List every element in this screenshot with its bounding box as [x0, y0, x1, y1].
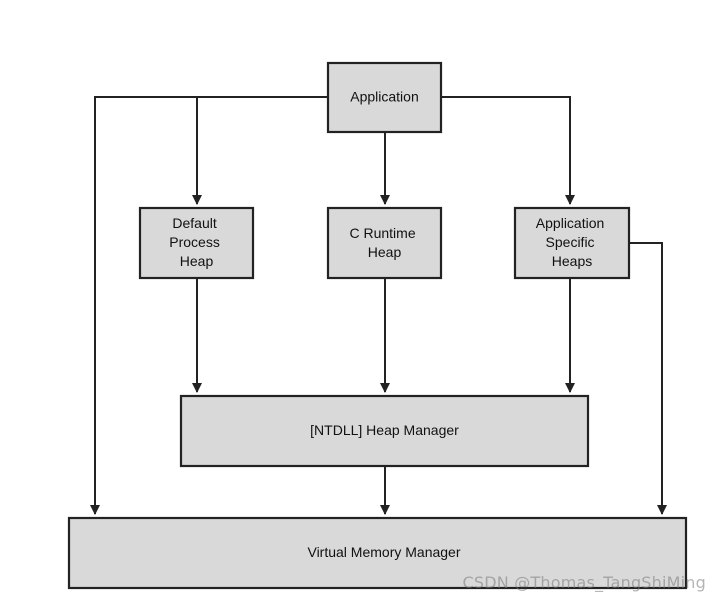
node-application-specific-heaps-label: Application Specific Heaps — [536, 215, 608, 269]
node-virtual-memory-manager-line-1: Virtual Memory Manager — [307, 544, 460, 560]
node-default-process-heap-line-2: Process — [169, 234, 220, 250]
node-application-specific-heaps: Application Specific Heaps — [513, 206, 631, 280]
node-virtual-memory-manager: Virtual Memory Manager — [67, 516, 688, 590]
edge-application-to-virtual-memory-manager — [90, 96, 328, 515]
node-application-specific-heaps-box — [513, 206, 631, 280]
node-application-line-1: Application — [350, 88, 419, 104]
node-default-process-heap-label: Default Process Heap — [169, 215, 223, 269]
node-application-specific-heaps-line-2: Specific — [546, 234, 595, 250]
node-heap-manager: [NTDLL] Heap Manager — [179, 394, 590, 468]
node-virtual-memory-manager-box — [67, 516, 688, 590]
watermark: CSDN @Thomas_TangShiMing — [462, 573, 706, 592]
node-c-runtime-heap-box — [326, 206, 443, 280]
node-application: Application — [326, 61, 443, 134]
node-virtual-memory-manager-label: Virtual Memory Manager — [307, 544, 460, 560]
node-default-process-heap-line-1: Default — [172, 215, 216, 231]
node-c-runtime-heap-label: C Runtime Heap — [349, 225, 419, 260]
node-default-process-heap-box — [138, 206, 255, 280]
node-default-process-heap: Default Process Heap — [138, 206, 255, 280]
node-c-runtime-heap: C Runtime Heap — [326, 206, 443, 280]
edge-application-specific-heaps-to-virtual-memory-manager — [629, 242, 667, 515]
node-heap-manager-box — [179, 394, 590, 468]
node-heap-manager-line-1: [NTDLL] Heap Manager — [310, 422, 459, 438]
node-c-runtime-heap-line-2: Heap — [368, 244, 402, 260]
node-application-label: Application — [350, 88, 419, 104]
node-application-box — [326, 61, 443, 134]
node-heap-manager-label: [NTDLL] Heap Manager — [310, 422, 459, 438]
node-default-process-heap-line-3: Heap — [180, 253, 214, 269]
node-application-specific-heaps-line-1: Application — [536, 215, 605, 231]
node-c-runtime-heap-line-1: C Runtime — [349, 225, 415, 241]
edge-application-to-application-specific-heaps — [441, 96, 575, 205]
node-application-specific-heaps-line-3: Heaps — [552, 253, 592, 269]
